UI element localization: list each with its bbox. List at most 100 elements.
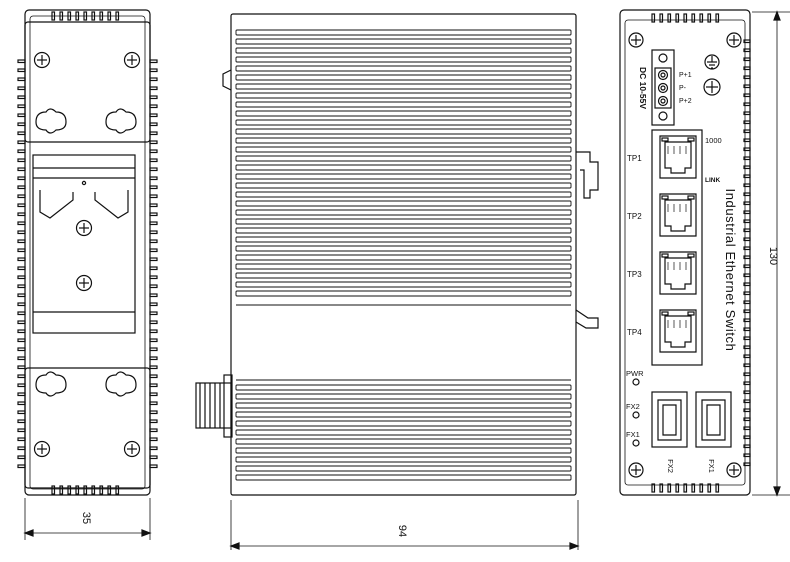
heat-fin: [235, 119, 572, 126]
side-top-ribs: [51, 11, 120, 21]
vent-rib: [17, 329, 26, 334]
vent-rib: [149, 311, 158, 316]
terminal-label-p2: P+2: [679, 98, 692, 105]
vent-rib: [99, 485, 104, 495]
heat-fin: [235, 438, 572, 445]
din-rail-clip: [32, 154, 136, 334]
heat-fin: [235, 182, 572, 189]
vent-rib: [149, 221, 158, 226]
vent-rib: [743, 228, 751, 233]
heat-fin: [235, 465, 572, 472]
vent-rib: [149, 392, 158, 397]
fiber-port-fx1: [695, 391, 732, 448]
vent-rib: [17, 86, 26, 91]
vent-rib: [691, 13, 696, 23]
vent-rib: [59, 485, 64, 495]
rj45-ports: [659, 135, 697, 353]
vent-rib: [149, 122, 158, 127]
vent-rib: [743, 408, 751, 413]
heat-fin: [235, 411, 572, 418]
vent-rib: [149, 347, 158, 352]
vent-rib: [17, 455, 26, 460]
vent-rib: [107, 11, 112, 21]
vent-rib: [743, 354, 751, 359]
vent-rib: [149, 239, 158, 244]
front-right-ribs: [743, 39, 751, 467]
vent-rib: [675, 13, 680, 23]
vent-rib: [743, 417, 751, 422]
vent-rib: [743, 426, 751, 431]
vent-rib: [149, 257, 158, 262]
vent-rib: [715, 483, 720, 493]
vent-rib: [17, 239, 26, 244]
vent-rib: [743, 435, 751, 440]
vent-rib: [743, 192, 751, 197]
vent-rib: [699, 483, 704, 493]
led-pwr: [632, 378, 640, 386]
vent-rib: [17, 320, 26, 325]
heat-fin: [235, 420, 572, 427]
vent-rib: [743, 336, 751, 341]
vent-rib: [17, 131, 26, 136]
vent-rib: [743, 201, 751, 206]
vent-rib: [743, 129, 751, 134]
side-left-ribs: [17, 59, 26, 469]
vent-rib: [683, 13, 688, 23]
vent-rib: [115, 11, 120, 21]
port-label-tp2: TP2: [627, 212, 642, 221]
vent-rib: [683, 483, 688, 493]
vent-rib: [149, 149, 158, 154]
vent-rib: [659, 13, 664, 23]
vent-rib: [667, 483, 672, 493]
vent-rib: [149, 203, 158, 208]
screw-icon: [33, 440, 51, 458]
heat-fin: [235, 209, 572, 216]
vent-rib: [743, 138, 751, 143]
vent-rib: [17, 365, 26, 370]
vent-rib: [149, 293, 158, 298]
heat-fin: [235, 65, 572, 72]
heat-fin: [235, 254, 572, 261]
profile-view: [195, 13, 599, 550]
led-window: [687, 137, 695, 142]
screw-icon: [75, 274, 93, 292]
rj45-jack: [659, 193, 697, 237]
vent-rib: [707, 13, 712, 23]
heat-fin: [235, 47, 572, 54]
vent-rib: [743, 291, 751, 296]
vent-rib: [17, 401, 26, 406]
din-rail-hook: [576, 151, 599, 199]
vent-rib: [149, 365, 158, 370]
vent-rib: [743, 246, 751, 251]
heat-fin: [235, 245, 572, 252]
heat-fin: [235, 92, 572, 99]
vent-rib: [149, 140, 158, 145]
front-bottom-ribs: [651, 483, 720, 493]
vent-rib: [743, 345, 751, 350]
speed-label: 1000: [705, 136, 722, 145]
vent-rib: [715, 13, 720, 23]
vent-rib: [17, 212, 26, 217]
vent-rib: [743, 39, 751, 44]
vent-rib: [115, 485, 120, 495]
vent-rib: [149, 104, 158, 109]
profile-heat-fins: [235, 29, 572, 481]
vent-rib: [743, 381, 751, 386]
vent-rib: [743, 363, 751, 368]
vent-rib: [743, 210, 751, 215]
vent-rib: [743, 84, 751, 89]
heat-fin: [235, 429, 572, 436]
vent-rib: [743, 264, 751, 269]
vent-rib: [149, 95, 158, 100]
vent-rib: [149, 455, 158, 460]
vent-rib: [17, 293, 26, 298]
heat-fin: [235, 227, 572, 234]
heat-fin: [235, 56, 572, 63]
heat-fin: [235, 191, 572, 198]
lower-mounting-plate: [24, 367, 151, 489]
vent-rib: [91, 485, 96, 495]
heat-fin: [235, 110, 572, 117]
vent-rib: [743, 372, 751, 377]
vent-rib: [149, 68, 158, 73]
heat-fin: [235, 83, 572, 90]
